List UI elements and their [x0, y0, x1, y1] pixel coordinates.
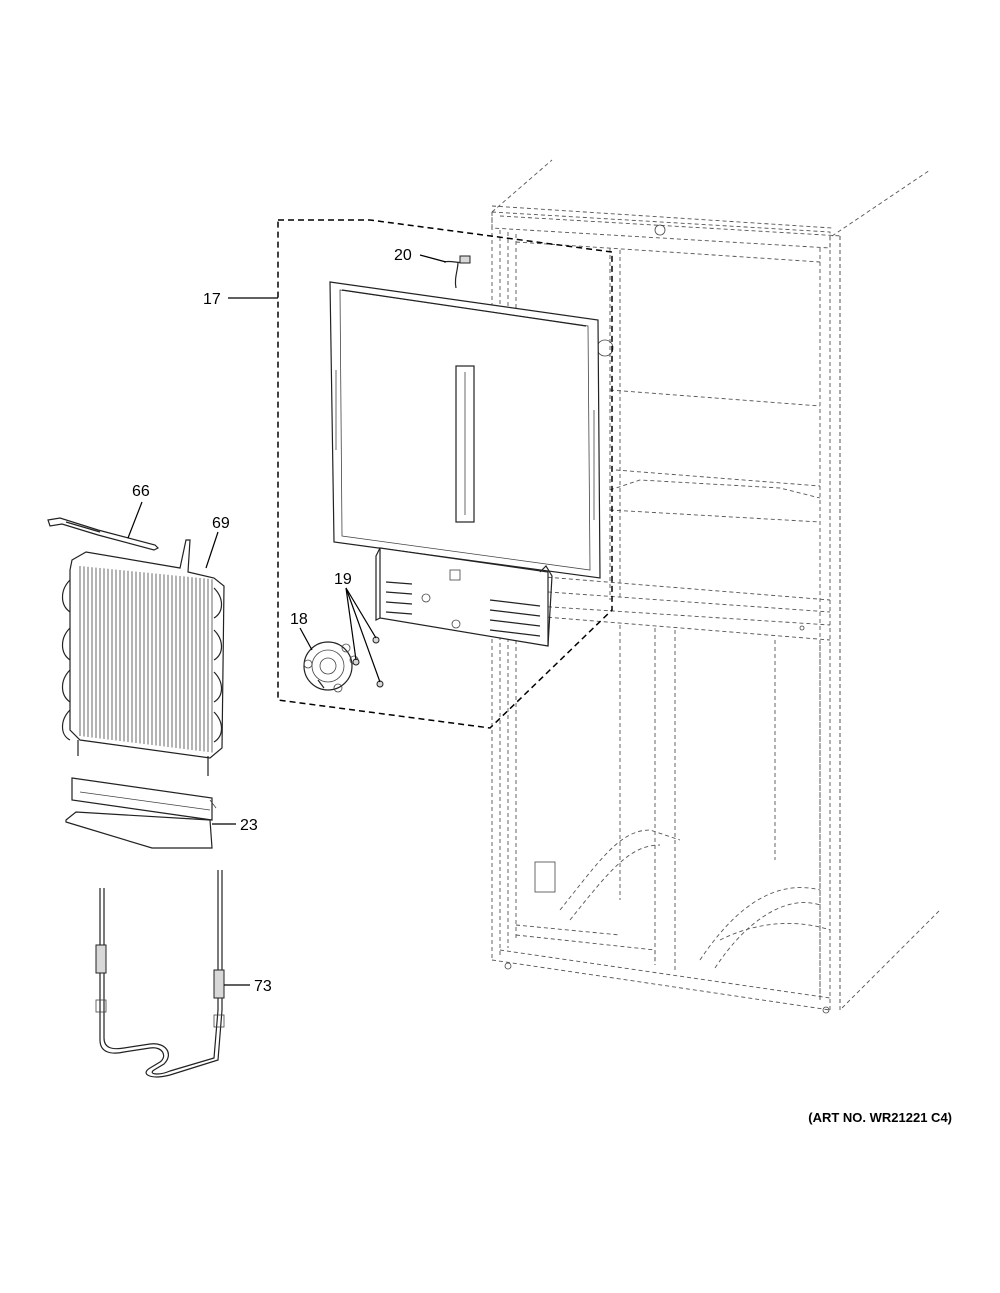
part-20-sensor: [443, 255, 471, 289]
callout-20: 20: [394, 247, 412, 264]
callout-17: 17: [203, 291, 221, 308]
art-number: (ART NO. WR21221 C4): [808, 1110, 952, 1125]
kit-17-boundary: [277, 219, 613, 729]
callout-73: 73: [254, 978, 272, 995]
evaporator-cover-panel: [329, 281, 601, 579]
callout-66: 66: [132, 483, 150, 500]
fan-shroud-housing: [375, 547, 553, 647]
callout-23: 23: [240, 817, 258, 834]
callout-18: 18: [290, 611, 308, 628]
refrigerator-cabinet-outline: [491, 159, 941, 1014]
part-69-evaporator: [61, 539, 225, 776]
callout-19: 19: [334, 571, 352, 588]
callout-69: 69: [212, 515, 230, 532]
part-73-defrost-heater: [95, 870, 225, 1078]
part-66-defrost-heater-wire: [47, 517, 160, 551]
leader-lines: [127, 254, 447, 986]
part-23-drain-pan: [65, 777, 217, 849]
part-18-fan-motor: [303, 641, 359, 693]
